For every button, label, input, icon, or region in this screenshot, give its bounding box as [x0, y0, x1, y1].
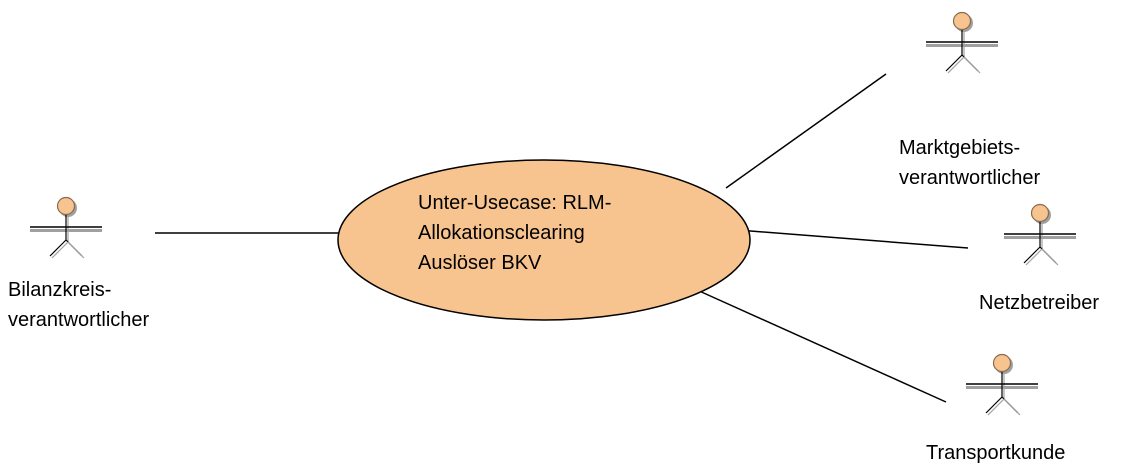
actor-bilanzkreis-line-1: Bilanzkreis-	[8, 279, 112, 301]
actor-transportkunde-line-1: Transportkunde	[926, 442, 1066, 464]
association-netzbetreiber	[737, 229, 969, 249]
actor-transportkunde-label: Transportkunde	[926, 438, 1065, 468]
association-marktgebiet	[725, 73, 887, 189]
actor-transportkunde-figure	[965, 353, 1039, 416]
association-transportkunde	[696, 289, 947, 403]
usecase-label: Unter-Usecase: RLM- Allokationsclearing …	[418, 188, 611, 278]
actor-marktgebiet-line-1: Marktgebiets-	[899, 137, 1021, 159]
usecase-ellipse	[337, 159, 751, 321]
actor-bilanzkreis-figure	[29, 196, 103, 259]
actor-marktgebiet-figure	[925, 11, 999, 74]
actor-bilanzkreis-line-2: verantwortlicher	[8, 309, 150, 331]
actor-marktgebiet-label: Marktgebiets- verantwortlicher	[892, 133, 1052, 193]
actor-netzbetreiber-label: Netzbetreiber	[979, 288, 1099, 318]
actor-netzbetreiber-figure	[1003, 203, 1077, 266]
usecase-line-2: Allokationsclearing	[418, 222, 585, 244]
actor-netzbetreiber-line-1: Netzbetreiber	[979, 292, 1100, 314]
actor-bilanzkreis-label: Bilanzkreis- verantwortlicher	[8, 275, 149, 335]
actor-marktgebiet-line-2: verantwortlicher	[899, 167, 1041, 189]
usecase-line-1: Unter-Usecase: RLM-	[418, 192, 612, 214]
usecase-line-3: Auslöser BKV	[418, 252, 542, 274]
